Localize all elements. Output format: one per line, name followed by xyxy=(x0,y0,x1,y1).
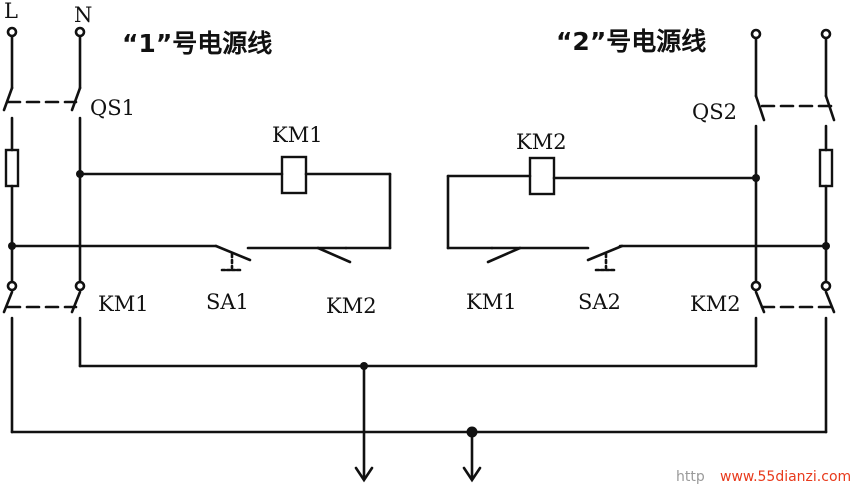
line-N xyxy=(70,26,758,368)
control-circuit-2 xyxy=(446,156,828,272)
title-power-line-1: “1”号电源线 xyxy=(122,29,273,58)
line-L xyxy=(2,26,828,434)
label-km2-interlock: KM2 xyxy=(326,294,377,318)
label-sa2: SA2 xyxy=(578,290,621,314)
label-sa1: SA1 xyxy=(206,290,249,314)
label-qs1: QS1 xyxy=(90,96,135,120)
watermark-prefix: http xyxy=(676,469,705,485)
label-km1-main: KM1 xyxy=(98,292,149,316)
terminal-label-N: N xyxy=(74,3,93,27)
label-qs2: QS2 xyxy=(692,100,737,124)
label-km2-coil: KM2 xyxy=(516,130,567,154)
output-arrows xyxy=(354,364,482,483)
label-km1-coil: KM1 xyxy=(272,123,323,147)
control-circuit-1 xyxy=(10,155,392,272)
watermark-site: www.55dianzi.com xyxy=(720,469,852,485)
title-power-line-2: “2”号电源线 xyxy=(556,27,707,56)
line-L2 xyxy=(818,28,836,434)
label-km2-main: KM2 xyxy=(690,292,741,316)
junction-dots xyxy=(8,170,830,438)
terminal-label-L: L xyxy=(4,0,18,23)
line-N2 xyxy=(750,28,766,368)
label-km1-interlock: KM1 xyxy=(466,290,517,314)
